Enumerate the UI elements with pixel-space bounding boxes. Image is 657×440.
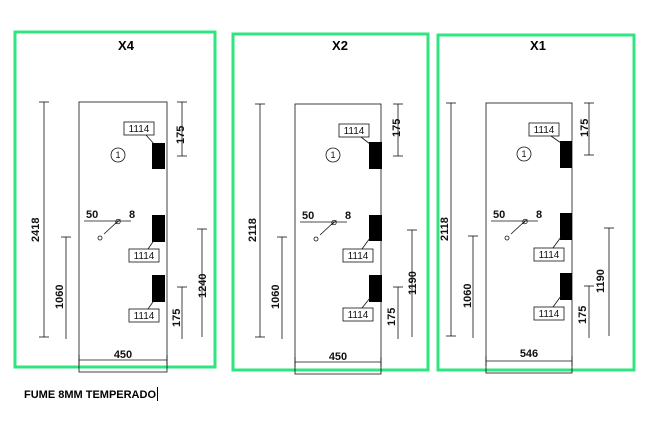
tag-bottom: 1114 (539, 309, 560, 320)
dim-lower-height: 1060 (54, 285, 66, 309)
glass-outline (485, 102, 573, 374)
hole-diameter: 8 (345, 210, 351, 222)
hole-offset: 50 (302, 210, 314, 222)
caption-label: FUME 8MM TEMPERADO (24, 389, 156, 401)
panel-title: X4 (118, 38, 135, 53)
dim-right-height: 1240 (197, 274, 209, 298)
dim-top-gap: 175 (391, 119, 403, 137)
hole-circle (97, 235, 103, 241)
panel-x4: X4 1114 1114 1114 1 50 ⌀ 8 2418 (13, 30, 217, 373)
hinge-top (152, 143, 165, 169)
hinge-bottom (560, 273, 572, 300)
tag-top-box (528, 122, 560, 137)
dim-width: 450 (329, 351, 347, 363)
tag-bot-leader (147, 298, 156, 310)
marker-label: 1 (115, 150, 120, 160)
tag-bot-leader (361, 297, 371, 309)
tag-bot-box (533, 306, 565, 321)
panel-frame (13, 30, 217, 369)
tag-mid-box (533, 247, 565, 262)
tag-bottom: 1114 (348, 310, 369, 321)
glass-outline (78, 101, 168, 373)
dim-bottom-gap: 175 (386, 308, 398, 326)
tag-mid-box (128, 248, 160, 263)
hinge-bottom (369, 275, 382, 302)
dim-width: 450 (114, 349, 132, 361)
tag-mid-leader (552, 236, 562, 249)
dim-lower-height: 1060 (462, 284, 474, 308)
tag-bottom: 1114 (134, 311, 155, 322)
dim-bottom-gap: 175 (577, 306, 589, 324)
dim-top-gap: 175 (579, 119, 591, 137)
dim-right-height: 1190 (407, 271, 419, 295)
hole-diameter: 8 (536, 209, 542, 221)
tag-bot-box (128, 308, 160, 323)
hole-leader-diagonal (510, 220, 526, 235)
hinge-middle (369, 215, 382, 241)
panel-x2: X2 1114 1114 1114 1 50 ⌀ 8 2118 1060 (231, 32, 430, 375)
dim-bottom-gap: 175 (171, 309, 183, 327)
marker-circle (110, 147, 126, 163)
hinge-top (369, 142, 382, 169)
dim-height: 2118 (247, 218, 259, 242)
tag-mid-leader (147, 238, 156, 250)
marker-circle (325, 147, 341, 163)
panel-frame (436, 33, 636, 372)
hole-leader-diagonal (319, 221, 335, 236)
glass-outline (294, 103, 382, 375)
tag-top: 1114 (129, 124, 150, 135)
hole-offset: 50 (493, 209, 505, 221)
text-cursor (157, 387, 158, 401)
caption-text[interactable]: FUME 8MM TEMPERADO (24, 387, 158, 401)
panel-x1: X1 1114 1114 1114 1 50 ⌀ 8 2118 1060 (436, 33, 636, 374)
tag-top-leader (360, 136, 371, 145)
dim-width: 546 (520, 348, 538, 360)
panel-frame (231, 32, 430, 372)
tag-top: 1114 (534, 125, 555, 136)
tag-top-box (123, 121, 155, 136)
tag-mid-leader (361, 237, 371, 250)
hinge-middle (152, 215, 165, 242)
dim-height: 2118 (439, 217, 451, 241)
marker-circle (516, 146, 532, 162)
tag-mid-box (342, 248, 374, 263)
marker-label: 1 (521, 149, 526, 159)
marker-label: 1 (330, 150, 335, 160)
dim-lower-height: 1060 (270, 285, 282, 309)
hinge-bottom (152, 275, 165, 302)
tag-bot-box (342, 307, 374, 322)
hole-circle (313, 236, 319, 242)
hole-circle (504, 235, 510, 241)
tag-bot-leader (552, 295, 562, 308)
tag-top: 1114 (344, 126, 365, 137)
dim-height: 2418 (30, 218, 42, 242)
tag-middle: 1114 (348, 251, 369, 262)
hole-leader-diagonal (103, 220, 119, 235)
dim-right-height: 1190 (595, 269, 607, 293)
panel-title: X1 (530, 38, 546, 53)
panel-title: X2 (332, 38, 348, 53)
hinge-top (560, 141, 572, 168)
hole-diameter: 8 (129, 209, 135, 221)
tag-middle: 1114 (134, 251, 155, 262)
tag-top-leader (145, 134, 155, 145)
tag-top-leader (550, 135, 562, 144)
tag-middle: 1114 (539, 250, 560, 261)
dim-top-gap: 175 (175, 126, 187, 144)
tag-top-box (338, 123, 370, 138)
hinge-middle (560, 213, 572, 240)
hole-offset: 50 (86, 209, 98, 221)
